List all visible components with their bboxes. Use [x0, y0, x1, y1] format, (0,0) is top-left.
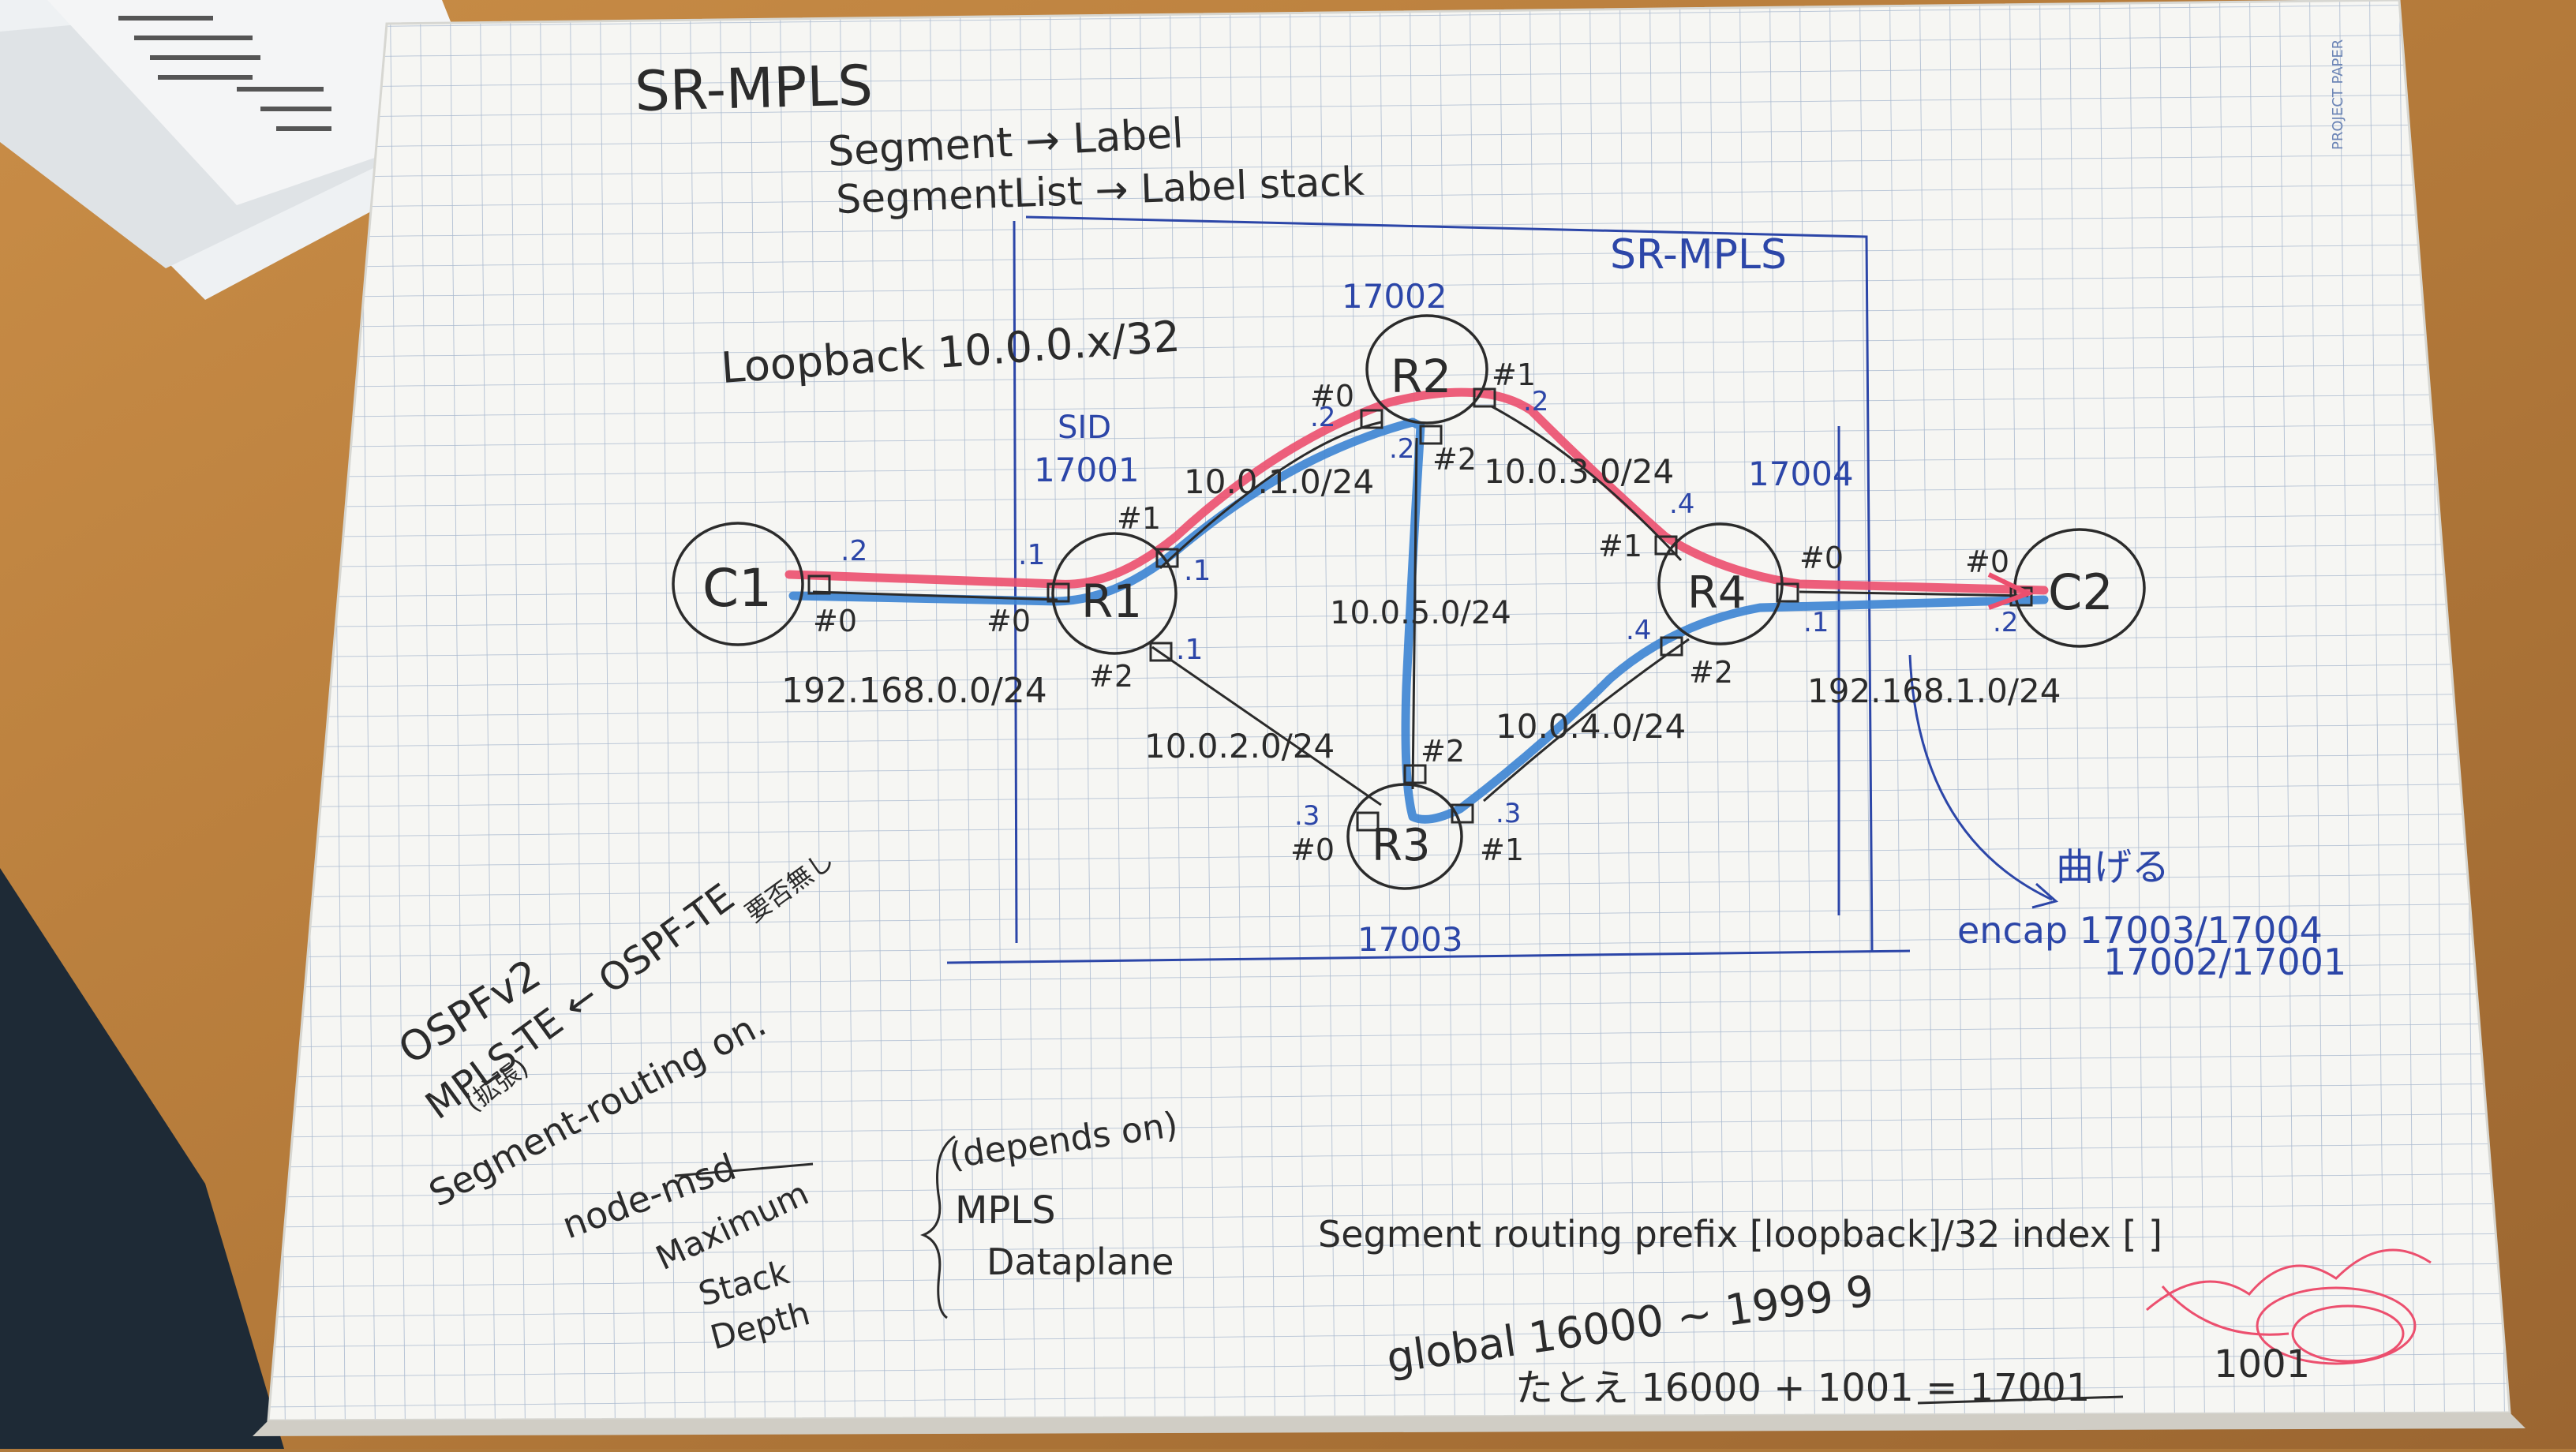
r2-addr2: .2 [1389, 433, 1414, 465]
domain-label: SR-MPLS [1610, 231, 1787, 279]
r3-if0: #0 [1290, 833, 1335, 867]
paper-brand: PROJECT PAPER [2330, 39, 2346, 150]
r4-addr1: .4 [1669, 488, 1694, 520]
c2-addr: .2 [1993, 607, 2018, 638]
r2-addr1: .2 [1523, 386, 1548, 417]
r2-addr0: .2 [1310, 402, 1335, 433]
r1-if1: #1 [1117, 501, 1161, 536]
bottom-prefix: Segment routing prefix [loopback]/32 ind… [1318, 1213, 2162, 1256]
node-c1 [672, 522, 804, 646]
node-r2 [1365, 314, 1488, 425]
topology-links [812, 405, 2029, 806]
node-r3 [1346, 783, 1463, 890]
paper-edge [253, 1413, 2525, 1436]
r3-if2: #2 [1421, 734, 1465, 769]
brace [919, 1135, 956, 1319]
r2-sid: 17002 [1342, 277, 1447, 316]
bottom-index-value: 1001 [2214, 1342, 2310, 1387]
r1-addr0: .1 [1018, 539, 1045, 571]
r2-if1: #1 [1492, 357, 1536, 392]
encap-arrow [1908, 654, 2053, 901]
r1-addr2: .1 [1176, 634, 1203, 666]
encap-title: 曲げる [2056, 845, 2170, 889]
title: SR-MPLS [634, 53, 874, 124]
left-mpls: MPLS [955, 1188, 1056, 1233]
r4-if1: #1 [1598, 529, 1642, 563]
r4-label: R4 [1687, 567, 1747, 619]
subnet-r1-r3: 10.0.2.0/24 [1144, 727, 1335, 765]
sid-label: SID [1058, 410, 1111, 446]
interface-markers [807, 387, 2033, 832]
r2-if2: #2 [1432, 442, 1477, 477]
subnet-r2-r3: 10.0.5.0/24 [1330, 595, 1511, 631]
r2-label: R2 [1391, 350, 1451, 403]
encap-line1: encap 17003/17004 [1957, 909, 2323, 952]
pink-scribble [2146, 1248, 2432, 1365]
c2-if: #0 [1965, 544, 2009, 579]
subnet-r1-r2: 10.0.1.0/24 [1184, 462, 1374, 501]
r4-addr2: .4 [1626, 615, 1651, 646]
r3-addr1: .3 [1496, 798, 1521, 829]
bottom-calc: たとえ 16000 + 1001 = 17001 [1515, 1366, 2090, 1410]
r3-if1: #1 [1480, 833, 1524, 867]
subnet-r2-r4: 10.0.3.0/24 [1484, 452, 1674, 491]
c1-label: C1 [702, 558, 772, 619]
r4-if2: #2 [1689, 655, 1733, 690]
left-dataplane: Dataplane [987, 1241, 1174, 1283]
subnet-r3-r4: 10.0.4.0/24 [1496, 707, 1686, 746]
r2-if0: #0 [1310, 379, 1354, 414]
r1-addr1: .1 [1184, 555, 1211, 587]
r1-sid: 17001 [1034, 451, 1140, 489]
r1-label: R1 [1081, 574, 1142, 628]
r4-if0: #0 [1799, 541, 1844, 575]
c2-label: C2 [2048, 563, 2114, 621]
c1-if: #0 [813, 604, 857, 638]
subnet-c1-r1: 192.168.0.0/24 [781, 671, 1047, 711]
r1-if2: #2 [1089, 659, 1133, 694]
encap-line2: 17002/17001 [2103, 941, 2346, 983]
encap-arrow-head [2031, 882, 2059, 909]
r4-addr0: .1 [1803, 607, 1829, 638]
c2-arrow-head [1987, 572, 2035, 610]
floor-shadow [0, 868, 284, 1449]
r4-sid: 17004 [1748, 455, 1854, 493]
underline-msd [674, 1162, 814, 1177]
node-r1 [1051, 532, 1178, 655]
r3-addr0: .3 [1294, 800, 1320, 832]
subnet-r4-c2: 192.168.1.0/24 [1807, 672, 2061, 710]
r3-label: R3 [1372, 820, 1431, 871]
r1-if0: #0 [987, 604, 1031, 638]
r3-sid: 17003 [1357, 920, 1463, 959]
c1-addr: .2 [841, 535, 867, 567]
underline-index [1917, 1395, 2124, 1405]
